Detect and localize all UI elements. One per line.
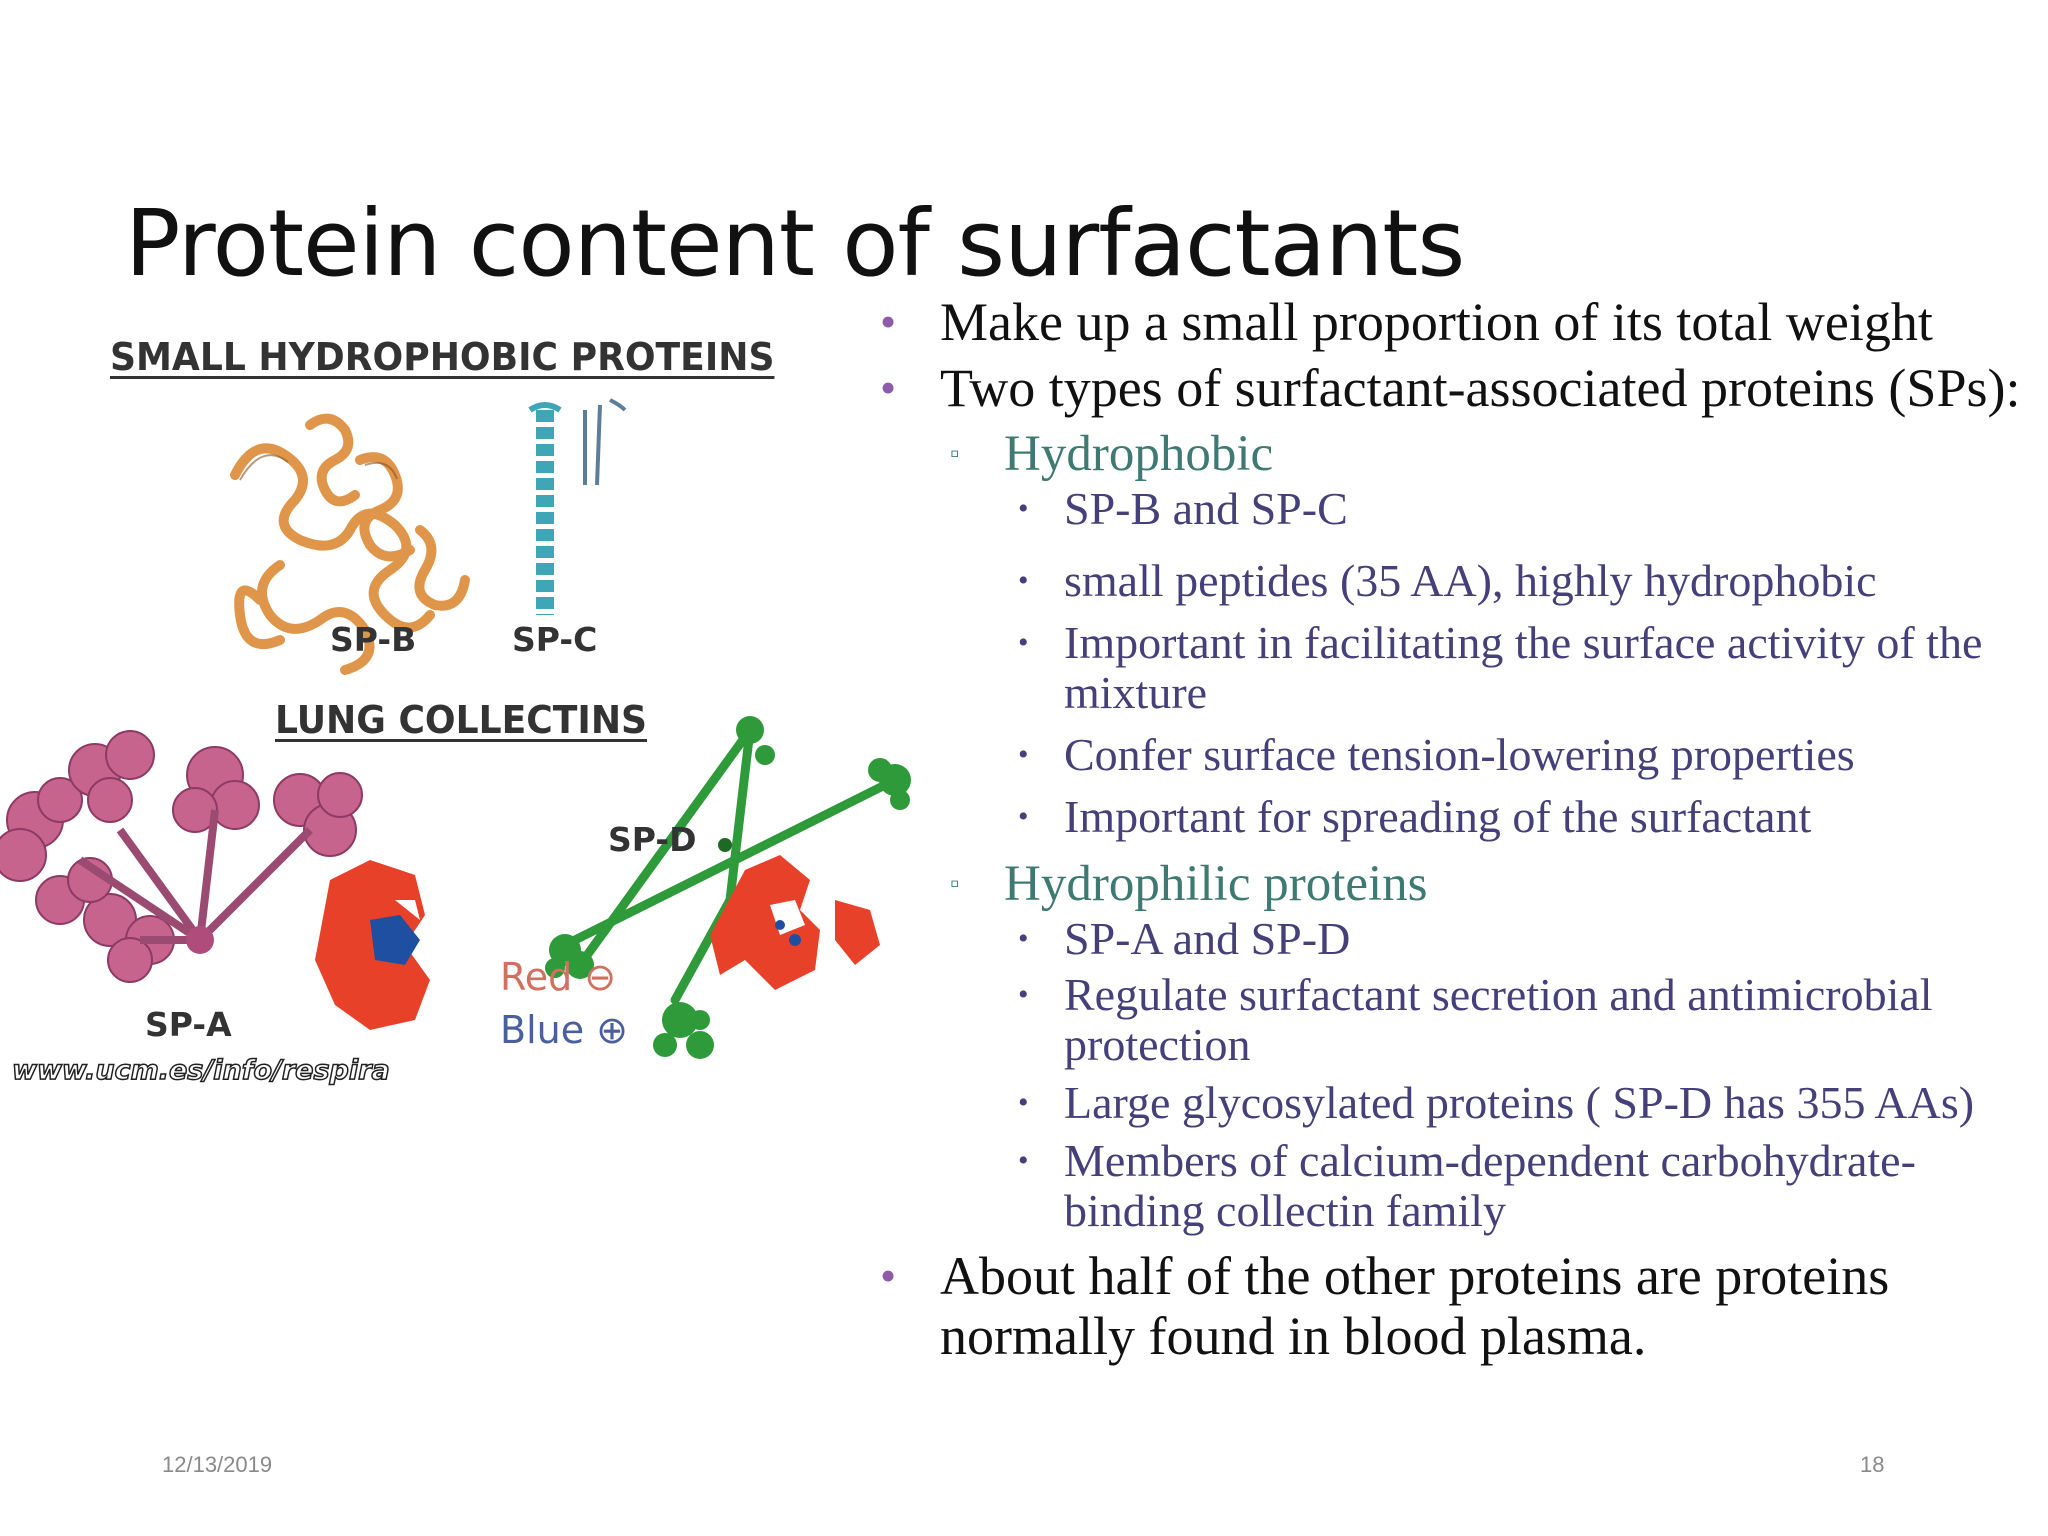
bullet-text: Make up a small proportion of its total … bbox=[940, 292, 1933, 352]
spb-structure bbox=[230, 413, 470, 675]
figure-heading-small-hydrophobic: SMALL HYDROPHOBIC PROTEINS bbox=[110, 335, 775, 379]
spc-structure bbox=[528, 398, 627, 615]
detail-text: Large glycosylated proteins ( SP-D has 3… bbox=[1064, 1077, 1975, 1128]
dot-bullet-icon: • bbox=[1018, 626, 1029, 659]
bullet-dot-icon: • bbox=[880, 362, 897, 413]
dot-bullet-icon: • bbox=[1018, 564, 1029, 597]
slide-title: Protein content of surfactants bbox=[125, 189, 1465, 297]
dot-bullet-icon: • bbox=[1018, 800, 1029, 833]
spa-structure bbox=[0, 730, 363, 983]
detail-text: Important in facilitating the surface ac… bbox=[1064, 617, 1983, 718]
bullet-text: About half of the other proteins are pro… bbox=[940, 1246, 1890, 1366]
figure-label-spa: SP-A bbox=[145, 1005, 232, 1044]
figure-label-spd: SP-D bbox=[608, 820, 697, 859]
detail-item: • Confer surface tension-lowering proper… bbox=[870, 730, 2040, 780]
dot-bullet-icon: • bbox=[1018, 738, 1029, 771]
detail-item: • Regulate surfactant secretion and anti… bbox=[870, 970, 2040, 1070]
spd-charge-cluster bbox=[710, 855, 880, 990]
detail-item: • Large glycosylated proteins ( SP-D has… bbox=[870, 1078, 2040, 1128]
figure-legend-blue: Blue ⊕ bbox=[500, 1008, 629, 1052]
surfactant-protein-figure: SMALL HYDROPHOBIC PROTEINS SP-B SP-C LUN… bbox=[0, 300, 950, 1100]
square-bullet-icon: ▫ bbox=[950, 869, 960, 898]
bullet-item: • About half of the other proteins are p… bbox=[870, 1246, 2040, 1366]
figure-source-url: www.ucm.es/info/respira bbox=[11, 1054, 390, 1087]
detail-text: Members of calcium-dependent carbohydrat… bbox=[1064, 1135, 1916, 1236]
detail-text: Important for spreading of the surfactan… bbox=[1064, 791, 1812, 842]
protein-structures-illustration bbox=[0, 300, 950, 1100]
bullet-list: • Make up a small proportion of its tota… bbox=[870, 292, 2040, 1372]
detail-text: small peptides (35 AA), highly hydrophob… bbox=[1064, 555, 1877, 606]
bullet-item: • Two types of surfactant-associated pro… bbox=[870, 358, 2040, 418]
slide-page-number: 18 bbox=[1860, 1452, 1885, 1477]
bullet-dot-icon: • bbox=[880, 296, 897, 347]
dot-bullet-icon: • bbox=[1018, 978, 1029, 1011]
figure-label-spc: SP-C bbox=[512, 620, 598, 659]
detail-item: • small peptides (35 AA), highly hydroph… bbox=[870, 556, 2040, 606]
figure-label-spb: SP-B bbox=[330, 620, 417, 659]
detail-item: • SP-B and SP-C bbox=[870, 484, 2040, 534]
detail-item: • SP-A and SP-D bbox=[870, 914, 2040, 964]
dot-bullet-icon: • bbox=[1018, 922, 1029, 955]
dot-bullet-icon: • bbox=[1018, 492, 1029, 525]
detail-text: Regulate surfactant secretion and antimi… bbox=[1064, 969, 1933, 1070]
figure-legend-red: Red ⊖ bbox=[500, 955, 617, 999]
sub-bullet-text: Hydrophobic bbox=[1004, 426, 1274, 482]
bullet-dot-icon: • bbox=[880, 1250, 897, 1301]
detail-text: SP-B and SP-C bbox=[1064, 483, 1348, 534]
sub-bullet-hydrophilic: ▫ Hydrophilic proteins bbox=[870, 854, 2040, 914]
square-bullet-icon: ▫ bbox=[950, 439, 960, 468]
sub-bullet-hydrophobic: ▫ Hydrophobic bbox=[870, 424, 2040, 484]
detail-item: • Important for spreading of the surfact… bbox=[870, 792, 2040, 842]
sub-bullet-text: Hydrophilic proteins bbox=[1004, 856, 1428, 912]
figure-heading-lung-collectins: LUNG COLLECTINS bbox=[275, 698, 648, 742]
dot-bullet-icon: • bbox=[1018, 1086, 1029, 1119]
bullet-text: Two types of surfactant-associated prote… bbox=[940, 358, 2021, 418]
detail-item: • Important in facilitating the surface … bbox=[870, 618, 2040, 718]
detail-item: • Members of calcium-dependent carbohydr… bbox=[870, 1136, 2040, 1236]
detail-text: SP-A and SP-D bbox=[1064, 913, 1351, 964]
dot-bullet-icon: • bbox=[1018, 1144, 1029, 1177]
slide-date: 12/13/2019 bbox=[162, 1452, 273, 1477]
bullet-item: • Make up a small proportion of its tota… bbox=[870, 292, 2040, 352]
spa-charge-cluster bbox=[315, 860, 430, 1030]
detail-text: Confer surface tension-lowering properti… bbox=[1064, 729, 1855, 780]
